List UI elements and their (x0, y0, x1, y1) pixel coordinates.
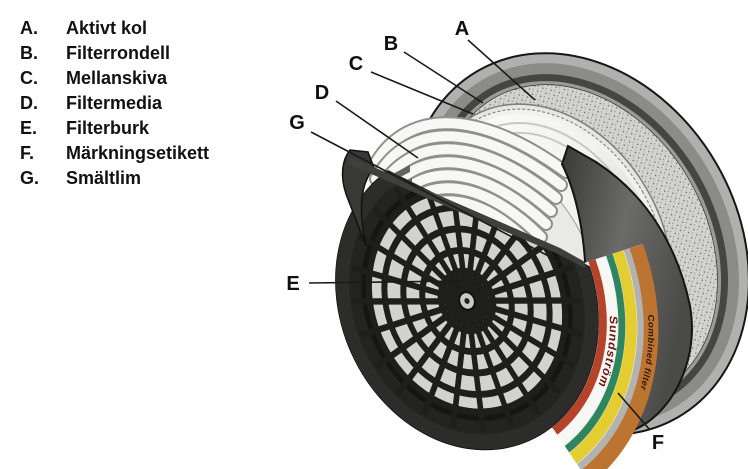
callout-letter-g: G (289, 112, 305, 134)
glue-seam (348, 156, 585, 268)
legend-letter-g: G. (20, 168, 40, 188)
legend-letter-d: D. (20, 93, 38, 113)
callout-letter-e: E (286, 273, 299, 295)
leader-line-b (403, 51, 484, 104)
grille-hub (437, 267, 497, 335)
leader-line-a (467, 39, 536, 101)
label-stripe-orange (581, 243, 659, 469)
leader-line-e (308, 280, 461, 284)
leader-line-c (370, 71, 474, 115)
leader-line-d (335, 100, 419, 159)
callout-letter-b: B (384, 33, 398, 55)
legend-letter-f: F. (20, 143, 35, 163)
legend-label-a: Aktivt kol (66, 18, 148, 38)
leader-line-g (310, 131, 559, 262)
callout-letter-c: C (349, 53, 363, 75)
label-stripe-red (552, 259, 607, 435)
legend-letter-a: A. (20, 18, 38, 38)
parts-legend: A. Aktivt kol B. Filterrondell C. Mellan… (20, 16, 209, 191)
legend-label-e: Filterburk (66, 118, 150, 138)
callout-letter-a: A (455, 18, 469, 40)
legend-label-c: Mellanskiva (66, 68, 168, 88)
label-stripe-green (564, 253, 626, 453)
callout-letter-d: D (315, 82, 329, 104)
legend-letter-b: B. (20, 43, 38, 63)
label-stripe-silver (576, 248, 645, 469)
legend-letter-e: E. (20, 118, 38, 138)
label-stripe-yellow (569, 250, 637, 464)
leader-lines (308, 39, 651, 431)
leader-line-f (617, 392, 651, 431)
legend-label-f: Märkningsetikett (66, 143, 210, 163)
legend-label-d: Filtermedia (66, 93, 163, 113)
grille-rings (365, 186, 569, 416)
cut-wall-edge (341, 149, 375, 247)
label-stripe-white (557, 256, 618, 445)
legend-label-b: Filterrondell (66, 43, 171, 63)
callout-letter-f: F (652, 432, 664, 454)
legend-label-g: Smältlim (66, 168, 142, 188)
legend-letter-c: C. (20, 68, 38, 88)
